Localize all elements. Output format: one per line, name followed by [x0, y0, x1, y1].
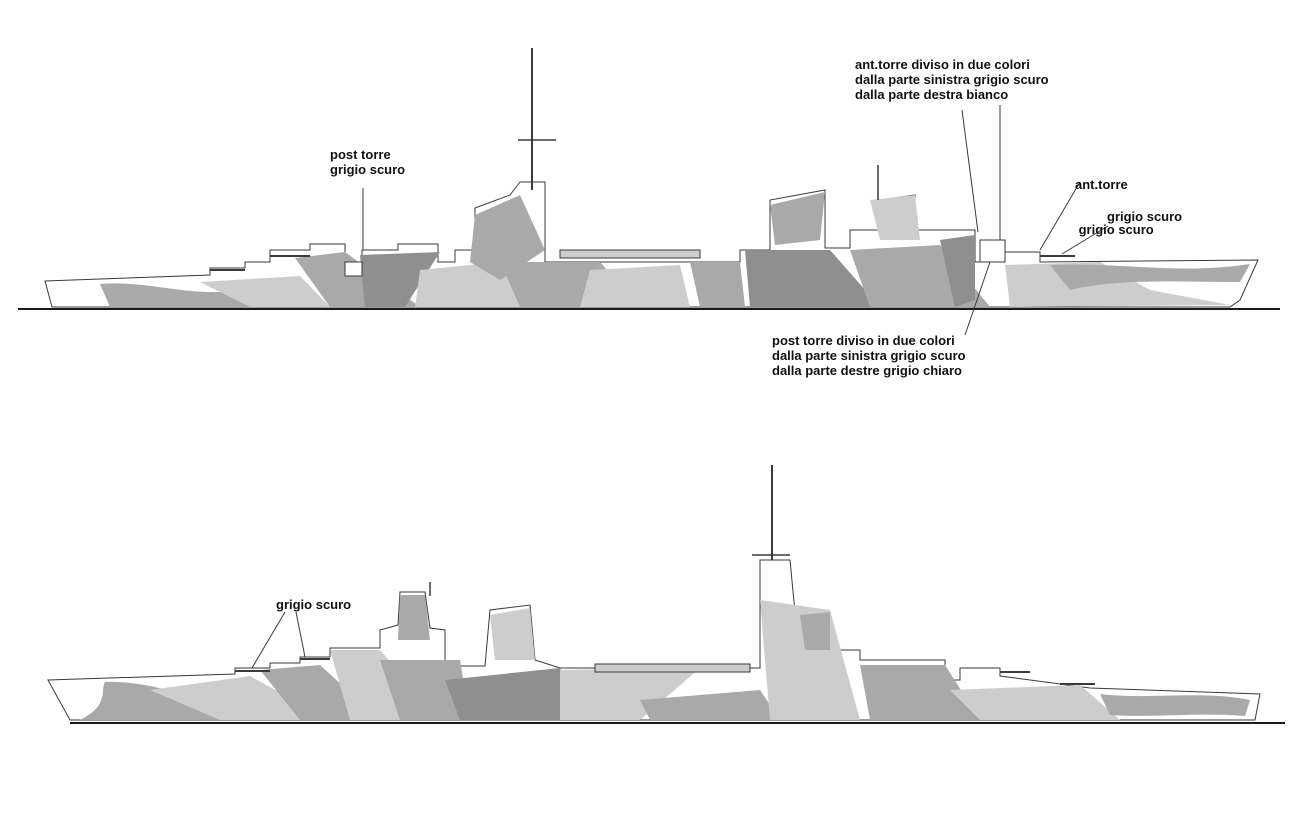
top-aft-turret	[344, 261, 363, 277]
top-leader-lines	[362, 105, 1109, 336]
top-camo-patch	[100, 283, 270, 307]
top-camo-patch	[1050, 264, 1250, 290]
bottom-camo-patch	[800, 612, 830, 650]
bottom-leader-lines	[251, 611, 306, 669]
top-camo-patch	[940, 235, 975, 307]
top-camo-patch	[690, 262, 745, 307]
top-fwd-turret	[979, 239, 1006, 263]
bottom-camo-patch	[1100, 694, 1250, 716]
top-camo-patch	[470, 195, 545, 280]
bottom-camo-patch	[445, 668, 580, 720]
bottom-camo-patch	[640, 690, 780, 720]
label-ant-torre: ant.torre grigio scuro	[1075, 177, 1154, 237]
top-camo-patch	[770, 192, 825, 245]
label-grigio-scuro-bow: grigio scuro	[1107, 209, 1183, 224]
bottom-camo-patch	[760, 600, 860, 720]
bottom-camo-patch	[150, 676, 330, 720]
label-post-torre: post torre grigio scuro	[330, 147, 406, 177]
label-grigio-scuro-stern: grigio scuro	[276, 597, 352, 612]
bottom-camo-patch	[380, 660, 470, 720]
top-camo-patch	[745, 250, 880, 307]
top-camo-patch	[200, 276, 330, 307]
bottom-camo-patch	[950, 685, 1120, 720]
bottom-ship-profile	[47, 465, 1261, 721]
top-camo-patch	[360, 252, 440, 307]
top-camo-patch	[580, 265, 690, 307]
bottom-camo-patch	[560, 668, 700, 720]
top-ship-profile	[44, 48, 1259, 308]
label-post-torre-diviso: post torre diviso in due colori dalla pa…	[772, 333, 966, 378]
bottom-catapult-deck	[594, 663, 751, 673]
bottom-camo-patch	[398, 595, 430, 640]
top-camo-patch	[870, 195, 920, 240]
bottom-camo-patch	[490, 608, 535, 660]
bottom-camo-patch	[860, 665, 980, 720]
top-catapult-deck	[559, 249, 701, 259]
label-ant-torre-diviso: ant.torre diviso in due colori dalla par…	[855, 57, 1049, 102]
